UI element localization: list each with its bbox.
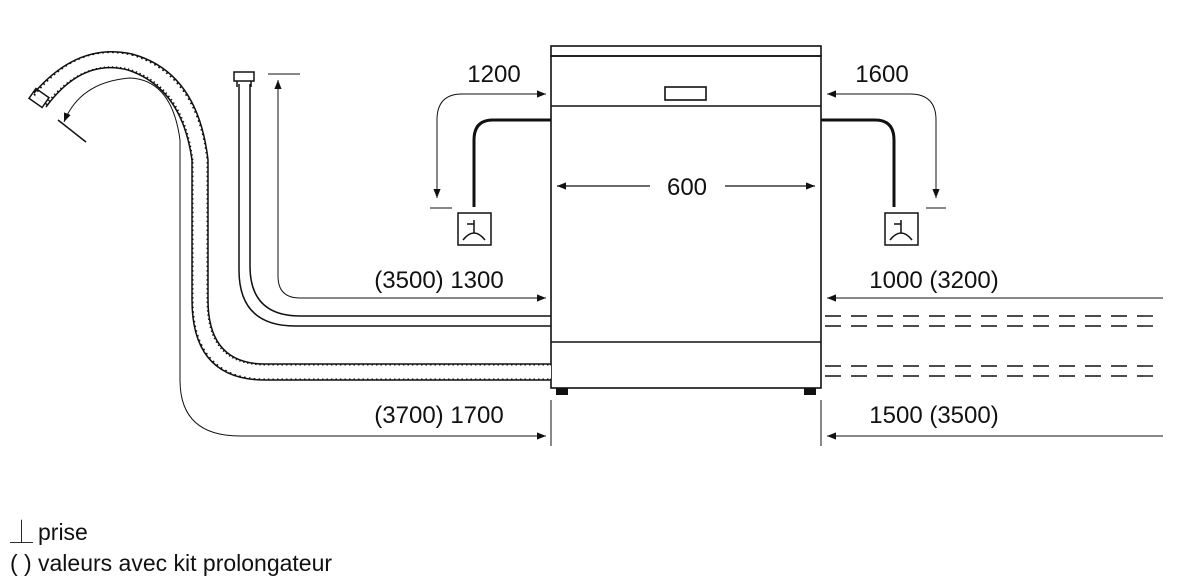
- drain-dimension: [63, 77, 546, 440]
- socket-icon: ⏊: [10, 519, 33, 545]
- right-dashed-inlet-path: [825, 315, 1163, 327]
- left-middle-label: (3500) 1300: [374, 267, 503, 294]
- right-socket-symbol: [884, 212, 919, 246]
- left-socket-symbol: [457, 212, 492, 246]
- legend-extension: ( ) valeurs avec kit prolongateur: [10, 549, 332, 577]
- display-window: [664, 86, 707, 101]
- extension-label: valeurs avec kit prolongateur: [38, 550, 333, 576]
- right-middle-label: 1000 (3200): [869, 267, 998, 294]
- inlet-tap-connector: [233, 71, 255, 87]
- drain-hose: [33, 50, 551, 381]
- left-power-cable: [472, 118, 551, 207]
- dishwasher-body: [550, 45, 822, 389]
- right-dashed-drain-path: [825, 365, 1163, 377]
- left-top-label: 1200: [467, 61, 520, 88]
- left-bottom-label: (3700) 1700: [374, 402, 503, 429]
- right-top-label: 1600: [855, 61, 908, 88]
- left-foot: [556, 388, 568, 395]
- worktop: [550, 45, 822, 57]
- appliance-frame: [550, 55, 822, 389]
- legend-socket: ⏊prise: [10, 518, 88, 546]
- right-foot: [804, 388, 816, 395]
- left-middle-dimension: [274, 80, 546, 302]
- socket-label: prise: [38, 519, 88, 545]
- width-label: 600: [667, 174, 707, 201]
- right-power-cable: [821, 118, 896, 207]
- right-top-dimension: [827, 90, 946, 209]
- left-top-dimension: [430, 90, 546, 209]
- right-bottom-label: 1500 (3500): [869, 402, 998, 429]
- parentheses-icon: ( ): [10, 550, 32, 576]
